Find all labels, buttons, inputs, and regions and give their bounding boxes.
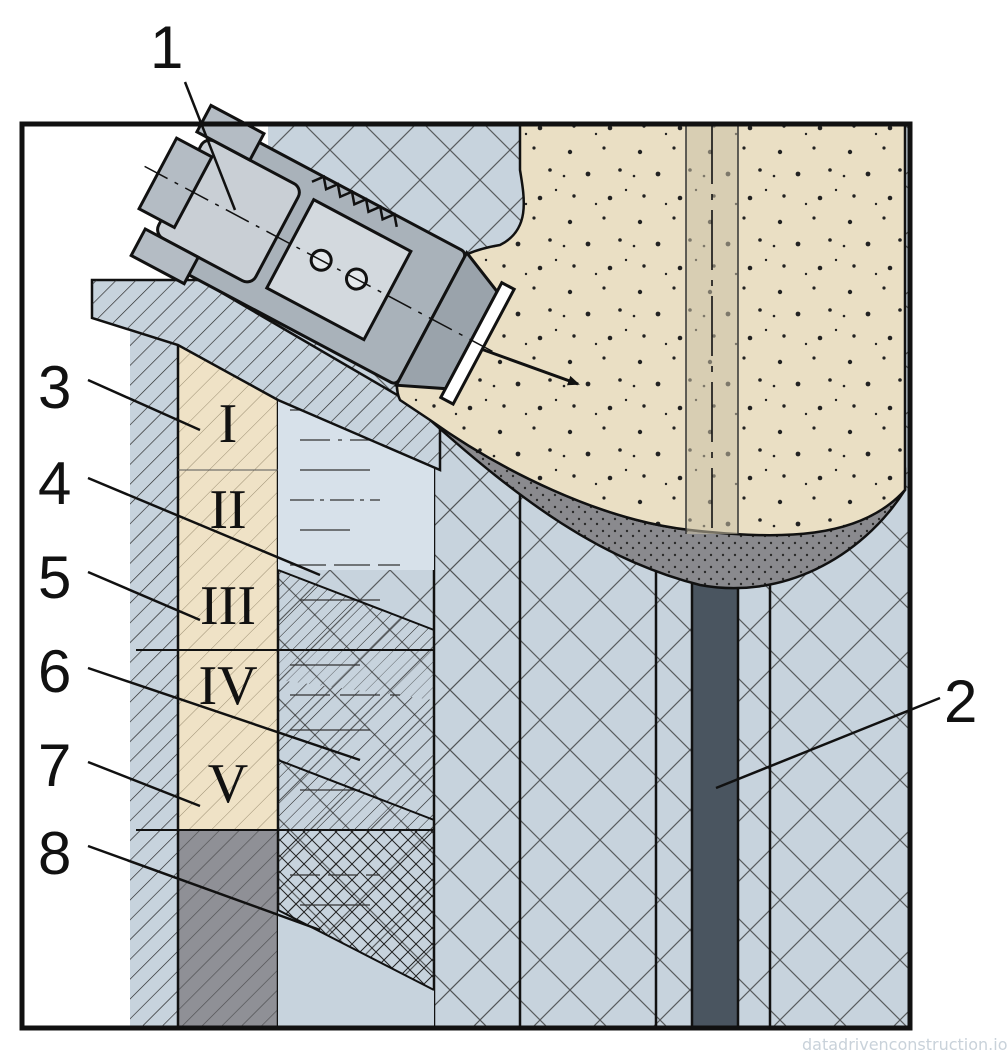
- zone-label-3: III: [200, 575, 256, 637]
- zone-label-5: V: [208, 753, 248, 815]
- layer-5-region: [278, 650, 434, 700]
- layer-4-region: [278, 570, 434, 650]
- leader-8: [87, 844, 321, 932]
- zone-label-1: I: [219, 393, 238, 455]
- machine-rear-lug-top: [194, 103, 266, 163]
- machine: [129, 103, 517, 407]
- tunnel-bar: [690, 578, 740, 1028]
- callout-6: 6: [38, 638, 71, 705]
- callout-1: 1: [150, 14, 183, 81]
- layer-8-region: [278, 830, 434, 990]
- layer-6-region: [278, 680, 434, 820]
- left-outer-wall-hatch: [130, 300, 178, 1028]
- zone-label-4: IV: [198, 655, 257, 717]
- watermark: datadrivenconstruction.io: [802, 1035, 1008, 1054]
- leader-2: [715, 696, 941, 790]
- layer-boundary-4: [277, 569, 435, 631]
- motion-arrow: [469, 343, 580, 386]
- layer-boundary-6: [277, 759, 435, 821]
- layer-bottom-region: [278, 910, 434, 1028]
- inclined-slab-hatch: [92, 280, 440, 470]
- layer-7-region: [278, 760, 434, 830]
- leader-3: [87, 378, 201, 432]
- machine-axis: [144, 165, 499, 355]
- sand-mass: [395, 124, 907, 537]
- leader-1: [183, 81, 237, 211]
- leader-7: [87, 760, 201, 808]
- strip-inner-hatch: [434, 440, 520, 1028]
- machine-gear-teeth: [311, 174, 398, 228]
- callout-7: 7: [38, 732, 71, 799]
- leader-lines: [87, 81, 941, 932]
- leader-5: [87, 570, 201, 622]
- leader-6: [87, 666, 361, 762]
- callout-8: 8: [38, 820, 71, 887]
- leader-4: [87, 476, 321, 577]
- zone-column-bottom-hatch: [178, 830, 278, 1028]
- callout-4: 4: [38, 450, 71, 517]
- zone-label-2: II: [209, 479, 246, 541]
- machine-rear-lug-bottom: [129, 227, 201, 286]
- frame-border: [19, 121, 913, 1031]
- callout-3: 3: [38, 354, 71, 421]
- callout-5: 5: [38, 544, 71, 611]
- callout-2: 2: [944, 668, 977, 735]
